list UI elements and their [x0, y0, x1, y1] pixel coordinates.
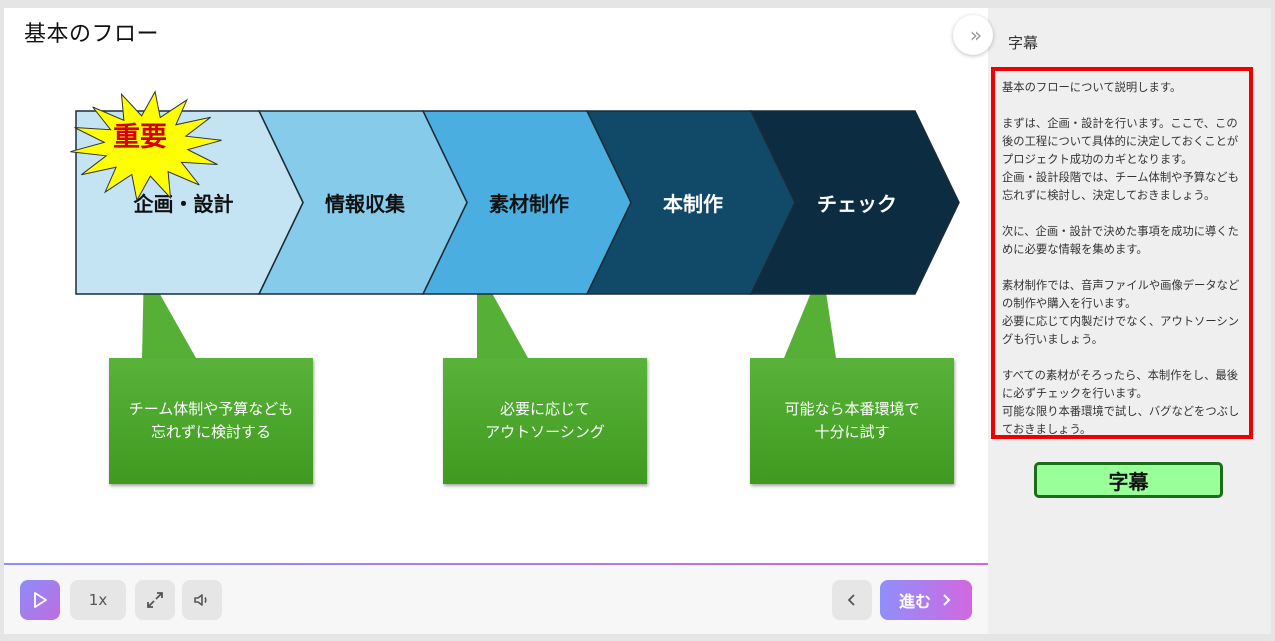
- subtitle-toggle-button[interactable]: 字幕: [1034, 462, 1223, 498]
- note-text-materials: 必要に応じて アウトソーシング: [485, 400, 605, 441]
- subtitle-text: 基本のフローについて説明します。 まずは、企画・設計を行います。ここで、この後の…: [1002, 81, 1240, 436]
- next-button[interactable]: 進む: [880, 580, 972, 620]
- flow-stage-5: チェック: [749, 110, 960, 295]
- playback-speed-button[interactable]: 1x: [70, 580, 126, 620]
- important-badge: 重要: [70, 90, 222, 202]
- note-text-check: 可能なら本番環境で 十分に試す: [784, 400, 920, 441]
- important-badge-label: 重要: [113, 122, 167, 153]
- chevron-left-icon: [847, 594, 855, 606]
- note-text-planning: チーム体制や予算なども 忘れずに検討する: [128, 400, 294, 441]
- flow-stage-4: 本制作: [585, 110, 796, 295]
- double-chevron-right-icon: »: [969, 23, 983, 47]
- volume-icon: [194, 594, 207, 606]
- player-controls: 1x 進む: [4, 565, 988, 634]
- slide-canvas: 基本のフロー チェック 本制作 素材制作 情報収集 企画・設計 重要 チーム体制や予算な…: [4, 8, 988, 563]
- subtitle-panel: 字幕 基本のフローについて説明します。 まずは、企画・設計を行います。ここで、こ…: [988, 8, 1271, 634]
- next-button-label: 進む: [898, 592, 931, 611]
- flow-stage-3: 素材制作: [421, 110, 632, 295]
- play-icon: [34, 592, 47, 608]
- player-window: 基本のフロー チェック 本制作 素材制作 情報収集 企画・設計 重要 チーム体制や予算な…: [4, 8, 1271, 634]
- note-box-check: 可能なら本番環境で 十分に試す: [750, 358, 954, 484]
- subtitle-panel-title: 字幕: [1008, 34, 1039, 52]
- flow-stage-label: 情報収集: [325, 192, 406, 216]
- expand-icon: [147, 592, 163, 608]
- previous-button[interactable]: [832, 580, 872, 620]
- note-box-materials: 必要に応じて アウトソーシング: [443, 358, 647, 484]
- flow-stage-label: 素材制作: [489, 192, 569, 216]
- note-box-planning: チーム体制や予算なども 忘れずに検討する: [109, 358, 313, 484]
- volume-button[interactable]: [182, 580, 222, 620]
- flow-stage-label: チェック: [817, 192, 897, 216]
- fullscreen-button[interactable]: [135, 580, 175, 620]
- play-button[interactable]: [20, 580, 60, 620]
- flow-stage-label: 本制作: [663, 192, 723, 216]
- chevron-right-icon: [943, 594, 951, 606]
- flow-stage-label: 企画・設計: [133, 192, 234, 216]
- collapse-sidebar-button[interactable]: »: [953, 15, 993, 55]
- slide-title: 基本のフロー: [24, 22, 160, 47]
- flow-diagram: チェック 本制作 素材制作 情報収集 企画・設計 重要: [70, 90, 960, 358]
- progress-bar[interactable]: [4, 563, 988, 565]
- subtitle-text-box[interactable]: 基本のフローについて説明します。 まずは、企画・設計を行います。ここで、この後の…: [991, 67, 1253, 439]
